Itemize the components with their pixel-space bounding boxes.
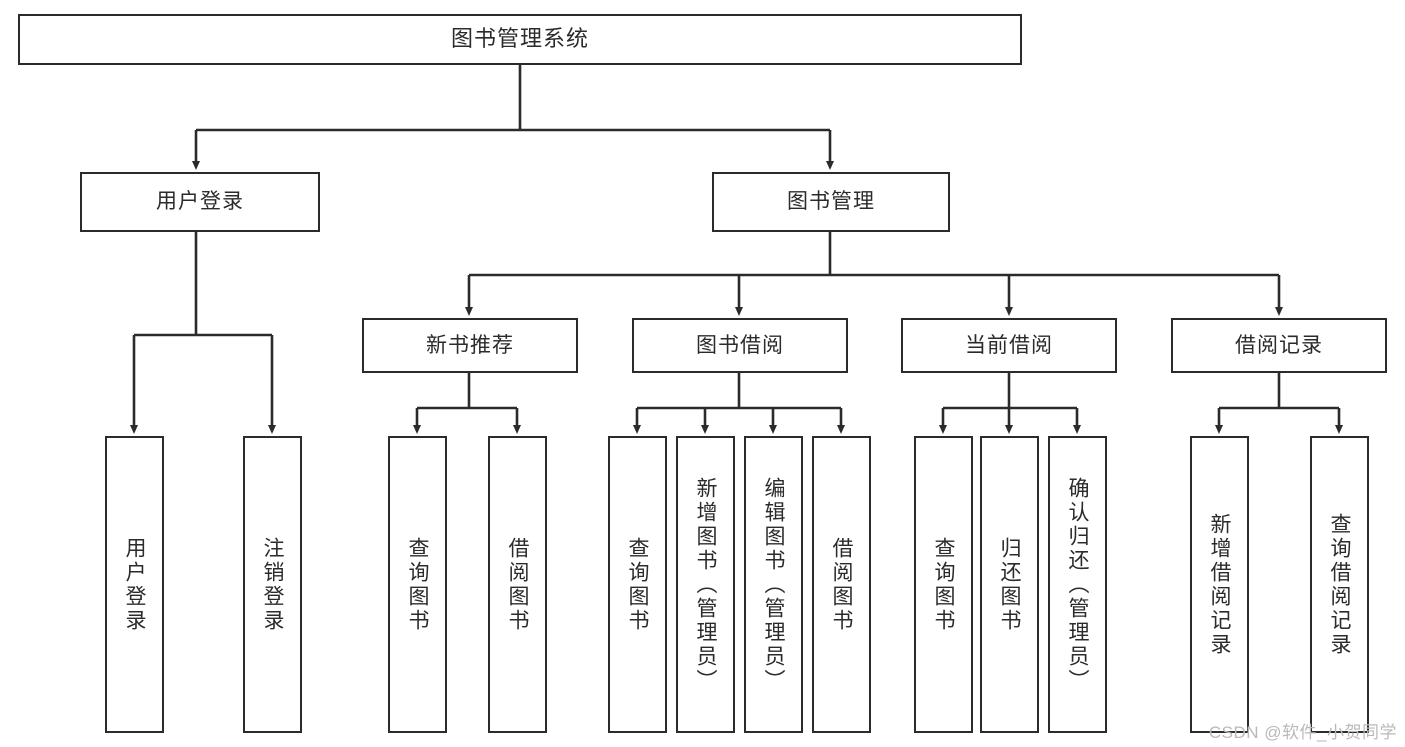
csdn-watermark: CSDN @软件_小贺同学 — [1208, 723, 1397, 742]
node-label: 图书借阅 — [696, 333, 784, 357]
node-label: 当前借阅 — [965, 333, 1053, 357]
node-label: 借阅图书 — [506, 536, 529, 633]
node-label: 查询借阅记录 — [1328, 512, 1351, 657]
node-label: 编辑图书（管理员） — [762, 476, 785, 693]
leaf-confirm-return-admin[interactable]: 确认归还（管理员） — [1048, 436, 1107, 733]
leaf-add-book-admin[interactable]: 新增图书（管理员） — [676, 436, 735, 733]
node-label: 借阅记录 — [1235, 333, 1323, 357]
node-book-management[interactable]: 图书管理 — [712, 172, 950, 232]
node-label: 新增图书（管理员） — [694, 476, 717, 693]
node-label: 查询图书 — [932, 536, 955, 633]
node-label: 借阅图书 — [830, 536, 853, 633]
node-new-book-recommend[interactable]: 新书推荐 — [362, 318, 578, 373]
node-book-borrow[interactable]: 图书借阅 — [632, 318, 848, 373]
leaf-user-login[interactable]: 用户登录 — [105, 436, 164, 733]
leaf-borrow-book[interactable]: 借阅图书 — [812, 436, 871, 733]
node-label: 归还图书 — [998, 536, 1021, 633]
leaf-query-book[interactable]: 查询图书 — [608, 436, 667, 733]
node-user-login[interactable]: 用户登录 — [80, 172, 320, 232]
node-root-system[interactable]: 图书管理系统 — [18, 14, 1022, 65]
leaf-borrow-book-recommend[interactable]: 借阅图书 — [488, 436, 547, 733]
node-label: 确认归还（管理员） — [1066, 476, 1089, 693]
node-borrow-records[interactable]: 借阅记录 — [1171, 318, 1387, 373]
leaf-return-book[interactable]: 归还图书 — [980, 436, 1039, 733]
node-label: 注销登录 — [261, 536, 284, 633]
leaf-logout[interactable]: 注销登录 — [243, 436, 302, 733]
leaf-edit-book-admin[interactable]: 编辑图书（管理员） — [744, 436, 803, 733]
node-label: 图书管理 — [787, 190, 875, 214]
node-label: 查询图书 — [406, 536, 429, 633]
node-label: 新书推荐 — [426, 333, 514, 357]
node-label: 用户登录 — [156, 190, 244, 214]
leaf-query-borrow-record[interactable]: 查询借阅记录 — [1310, 436, 1369, 733]
leaf-add-borrow-record[interactable]: 新增借阅记录 — [1190, 436, 1249, 733]
node-label: 新增借阅记录 — [1208, 512, 1231, 657]
leaf-query-book-recommend[interactable]: 查询图书 — [388, 436, 447, 733]
node-current-borrow[interactable]: 当前借阅 — [901, 318, 1117, 373]
leaf-query-book-current[interactable]: 查询图书 — [914, 436, 973, 733]
node-label: 查询图书 — [626, 536, 649, 633]
node-label: 图书管理系统 — [450, 26, 589, 52]
node-label: 用户登录 — [123, 536, 146, 633]
